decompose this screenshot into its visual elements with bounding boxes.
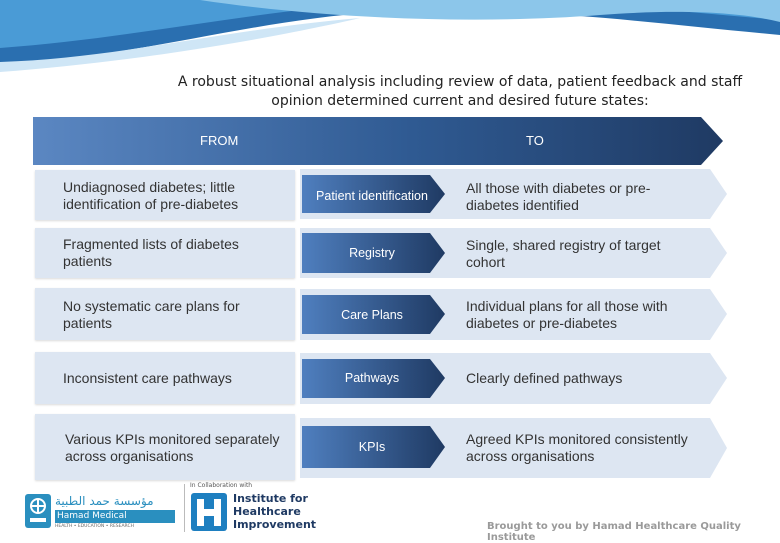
step-label-2: Registry — [349, 246, 395, 260]
hmc-english-name: Hamad Medical Corporation — [55, 510, 175, 534]
header-to-label: TO — [526, 133, 544, 148]
from-text-2: Fragmented lists of diabetes patients — [63, 236, 239, 269]
to-row-5 — [300, 418, 727, 478]
to-row-4 — [300, 353, 727, 404]
to-text-3: Individual plans for all those with diab… — [466, 298, 668, 331]
to-row-3 — [300, 289, 727, 340]
hmc-logo-icon — [25, 494, 51, 528]
from-to-header-arrow — [33, 117, 723, 165]
row-arrow-4 — [300, 353, 727, 404]
hmc-tagline: HEALTH • EDUCATION • RESEARCH — [55, 524, 134, 529]
from-row-2: Fragmented lists of diabetes patients — [35, 228, 295, 278]
from-row-3: No systematic care plans for patients — [35, 288, 295, 340]
collab-label: In Collaboration with — [190, 482, 253, 489]
row-arrow-1 — [300, 169, 727, 219]
from-row-1: Undiagnosed diabetes; little identificat… — [35, 170, 295, 220]
slide-title: A robust situational analysis including … — [177, 74, 743, 109]
from-text-4: Inconsistent care pathways — [63, 370, 232, 386]
step-label-1: Patient identification — [316, 189, 428, 203]
header-from-label: FROM — [200, 133, 239, 148]
step-label-4: Pathways — [344, 371, 400, 385]
from-text-3: No systematic care plans for patients — [63, 298, 240, 331]
ihi-name-line-2: Healthcare — [233, 505, 301, 518]
to-text-5: Agreed KPIs monitored consistently acros… — [466, 431, 688, 464]
from-row-5: Various KPIs monitored separately across… — [35, 414, 295, 480]
row-arrow-2 — [300, 228, 727, 278]
ihi-name-line-3: Improvement — [233, 518, 317, 531]
step-label-3: Care Plans — [341, 308, 403, 322]
ihi-name-line-1: Institute for — [233, 492, 308, 505]
step-label-5: KPIs — [358, 440, 386, 454]
to-row-1 — [300, 169, 727, 219]
to-text-1: All those with diabetes or pre-diabetes … — [466, 180, 651, 213]
row-arrow-3 — [300, 289, 727, 340]
to-row-2 — [300, 228, 727, 278]
ihi-logo-icon — [191, 493, 227, 531]
to-text-2: Single, shared registry of target cohort — [466, 237, 661, 270]
footer-divider — [184, 484, 185, 532]
brought-to-you-by-text: Brought to you by Hamad Healthcare Quali… — [487, 521, 741, 543]
hmc-arabic-name: مؤسسة حمد الطبية — [55, 494, 154, 508]
row-arrow-5 — [300, 418, 727, 478]
from-text-1: Undiagnosed diabetes; little identificat… — [63, 179, 239, 212]
from-row-4: Inconsistent care pathways — [35, 352, 295, 404]
from-text-5: Various KPIs monitored separately across… — [65, 431, 280, 464]
to-text-4: Clearly defined pathways — [466, 370, 623, 386]
header-swoosh-decoration — [0, 0, 780, 72]
